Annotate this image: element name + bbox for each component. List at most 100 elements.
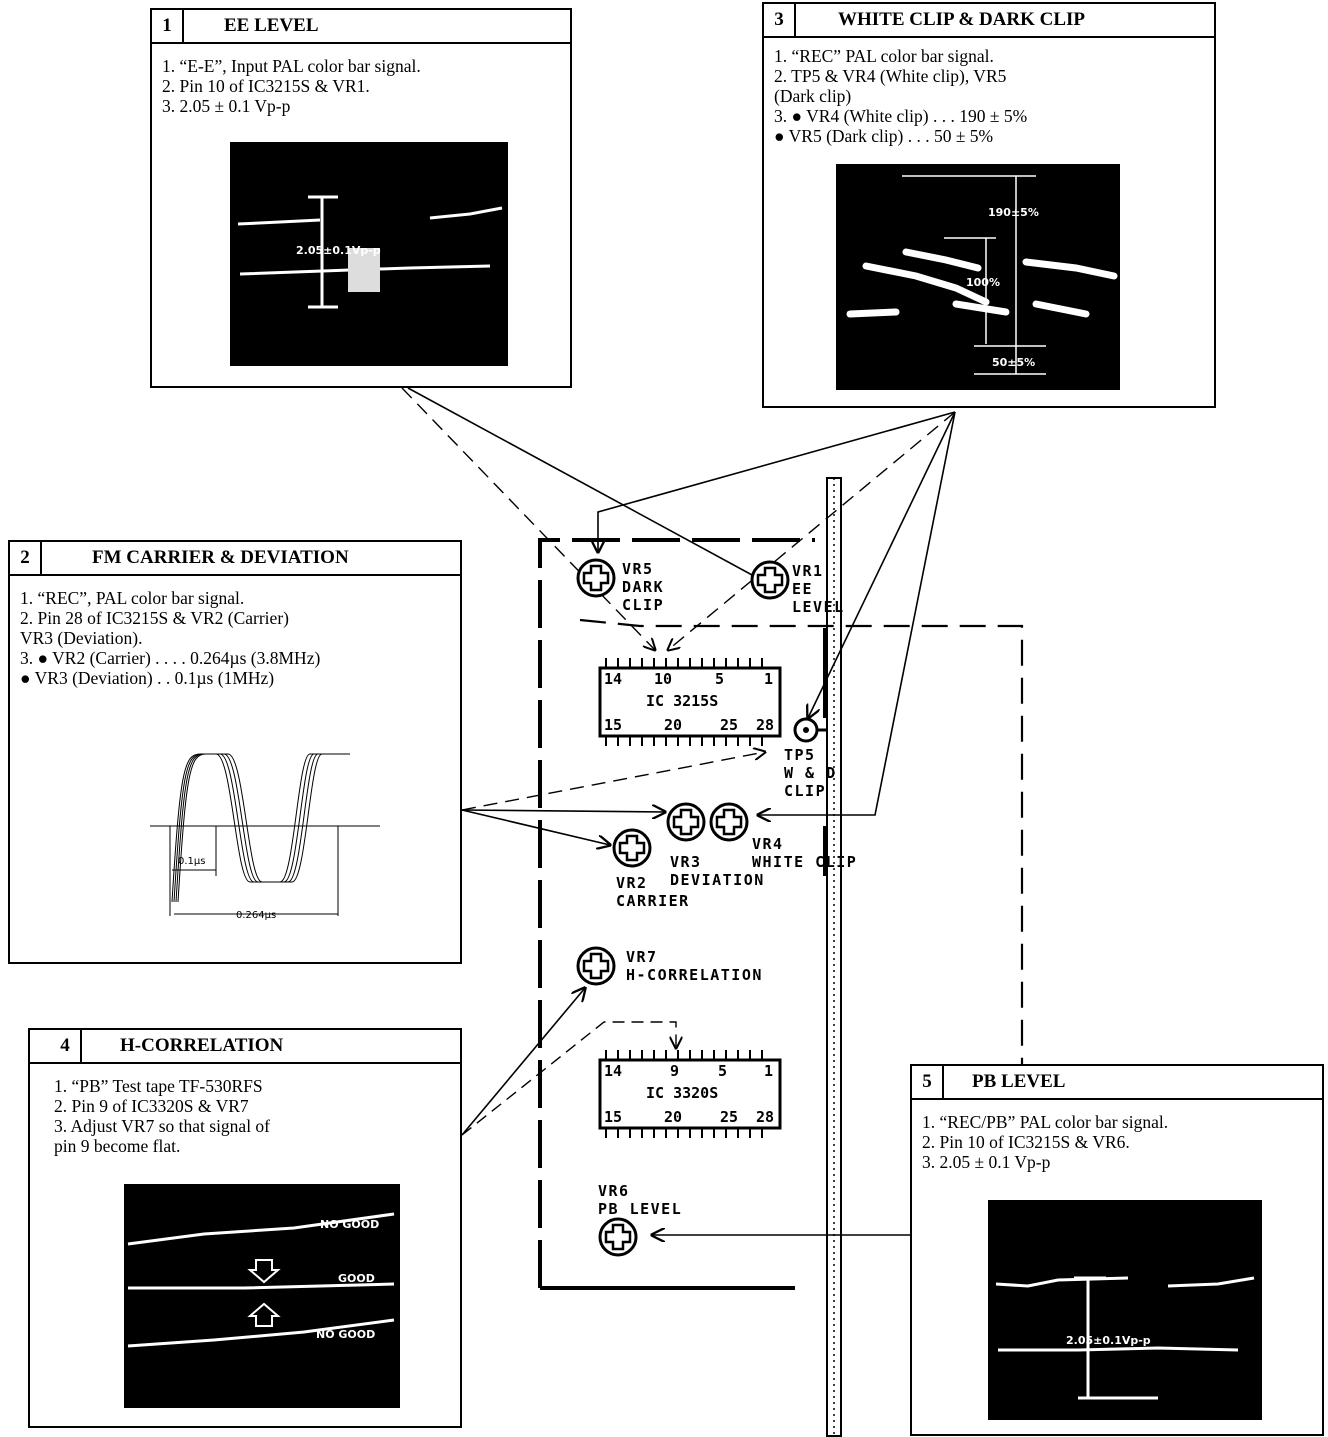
ic1-pin-5: 5 bbox=[715, 670, 724, 688]
deviation-time-label: 0.1µs bbox=[178, 856, 205, 867]
ic2-pin-28: 28 bbox=[756, 1108, 774, 1126]
ic1-pin-28: 28 bbox=[756, 716, 774, 734]
step-1: 1. “PB” Test tape TF-530RFS bbox=[54, 1076, 270, 1096]
vr6-label: VR6 PB LEVEL bbox=[598, 1182, 682, 1218]
vr1-label: VR1 EE LEVEL bbox=[792, 562, 845, 616]
chassis-rail bbox=[823, 478, 841, 1436]
ic1-pin-25: 25 bbox=[720, 716, 738, 734]
step-3-cont: pin 9 become flat. bbox=[54, 1136, 270, 1156]
step-3: 3. 2.05 ± 0.1 Vp-p bbox=[162, 96, 421, 116]
step-3b: ● VR5 (Dark clip) . . . 50 ± 5% bbox=[774, 126, 1027, 146]
ee-level-panel: 1 EE LEVEL 1. “E-E”, Input PAL color bar… bbox=[150, 8, 572, 388]
step-list: 1. “PB” Test tape TF-530RFS 2. Pin 9 of … bbox=[54, 1076, 270, 1156]
panel-title: EE LEVEL bbox=[224, 10, 319, 42]
tp5-label: TP5 W & D CLIP bbox=[784, 746, 837, 800]
panel-header: 2 FM CARRIER & DEVIATION bbox=[10, 542, 460, 576]
scope-amplitude-label: 2.05±0.1Vp-p bbox=[296, 244, 381, 257]
step-2: 2. TP5 & VR4 (White clip), VR5 bbox=[774, 66, 1027, 86]
dark-clip-level-label: 50±5% bbox=[992, 356, 1035, 369]
step-2: 2. Pin 28 of IC3215S & VR2 (Carrier) bbox=[20, 608, 320, 628]
ee-level-oscilloscope-photo: 2.05±0.1Vp-p bbox=[230, 142, 508, 366]
vr4-knob bbox=[711, 804, 747, 840]
step-list: 1. “REC/PB” PAL color bar signal. 2. Pin… bbox=[922, 1112, 1168, 1172]
vr4-label: VR4 WHITE CLIP bbox=[752, 835, 857, 871]
step-2: 2. Pin 10 of IC3215S & VR6. bbox=[922, 1132, 1168, 1152]
panel-number: 5 bbox=[912, 1066, 944, 1098]
ic2-pin-25: 25 bbox=[720, 1108, 738, 1126]
step-2: 2. Pin 10 of IC3215S & VR1. bbox=[162, 76, 421, 96]
panel-title: H-CORRELATION bbox=[120, 1030, 283, 1062]
reference-level-label: 100% bbox=[966, 276, 1000, 289]
ic1-pin-1: 1 bbox=[764, 670, 773, 688]
leader-vr3 bbox=[462, 810, 665, 812]
vr1-knob bbox=[752, 562, 788, 598]
vr3-knob bbox=[668, 804, 704, 840]
panel-number: 3 bbox=[764, 4, 796, 36]
ic1-pin-20: 20 bbox=[664, 716, 682, 734]
panel-header: 1 EE LEVEL bbox=[152, 10, 570, 44]
lower-no-good-label: NO GOOD bbox=[316, 1328, 375, 1341]
step-3a: 3. ● VR2 (Carrier) . . . . 0.264µs (3.8M… bbox=[20, 648, 320, 668]
step-1: 1. “E-E”, Input PAL color bar signal. bbox=[162, 56, 421, 76]
clip-oscilloscope-photo: 190±5% 100% 50±5% bbox=[836, 164, 1120, 390]
carrier-time-label: 0.264µs bbox=[236, 910, 276, 921]
step-list: 1. “E-E”, Input PAL color bar signal. 2.… bbox=[162, 56, 421, 116]
panel-title: WHITE CLIP & DARK CLIP bbox=[838, 4, 1085, 36]
scope-amplitude-label: 2.05±0.1Vp-p bbox=[1066, 1334, 1151, 1347]
ic1-pin-15: 15 bbox=[604, 716, 622, 734]
panel-number: 1 bbox=[152, 10, 184, 42]
ic2-pin-9: 9 bbox=[670, 1062, 679, 1080]
panel-header: 4 H-CORRELATION bbox=[30, 1030, 460, 1064]
vr2-label: VR2 CARRIER bbox=[616, 874, 690, 910]
panel-title: PB LEVEL bbox=[972, 1066, 1065, 1098]
ic-3320s-chip: 14 9 5 1 IC 3320S 15 20 25 28 bbox=[600, 1050, 780, 1138]
pb-level-panel: 5 PB LEVEL 1. “REC/PB” PAL color bar sig… bbox=[910, 1064, 1324, 1436]
pb-level-oscilloscope-photo: 2.05±0.1Vp-p bbox=[988, 1200, 1262, 1420]
panel-number: 2 bbox=[10, 542, 42, 574]
step-3: 3. Adjust VR7 so that signal of bbox=[54, 1116, 270, 1136]
ic2-name: IC 3320S bbox=[646, 1084, 718, 1102]
vr7-knob bbox=[578, 948, 614, 984]
white-clip-level-label: 190±5% bbox=[988, 206, 1039, 219]
step-list: 1. “REC”, PAL color bar signal. 2. Pin 2… bbox=[20, 588, 320, 688]
ic2-pin-1: 1 bbox=[764, 1062, 773, 1080]
step-1: 1. “REC” PAL color bar signal. bbox=[774, 46, 1027, 66]
h-correlation-panel: 4 H-CORRELATION 1. “PB” Test tape TF-530… bbox=[28, 1028, 462, 1428]
vr7-label: VR7 H-CORRELATION bbox=[626, 948, 763, 984]
step-1: 1. “REC”, PAL color bar signal. bbox=[20, 588, 320, 608]
vr5-label: VR5 DARK CLIP bbox=[622, 560, 664, 614]
white-dark-clip-panel: 3 WHITE CLIP & DARK CLIP 1. “REC” PAL co… bbox=[762, 2, 1216, 408]
ic2-pin-15: 15 bbox=[604, 1108, 622, 1126]
leader-pin28 bbox=[462, 752, 765, 810]
ic2-pin-20: 20 bbox=[664, 1108, 682, 1126]
panel-header: 5 PB LEVEL bbox=[912, 1066, 1322, 1100]
ic1-pin-14: 14 bbox=[604, 670, 622, 688]
good-label: GOOD bbox=[338, 1272, 375, 1285]
step-2: 2. Pin 9 of IC3320S & VR7 bbox=[54, 1096, 270, 1116]
fm-waveform: 0.1µs 0.264µs bbox=[150, 742, 380, 932]
step-1: 1. “REC/PB” PAL color bar signal. bbox=[922, 1112, 1168, 1132]
step-2-cont: (Dark clip) bbox=[774, 86, 1027, 106]
step-3a: 3. ● VR4 (White clip) . . . 190 ± 5% bbox=[774, 106, 1027, 126]
ic1-pin-10: 10 bbox=[654, 670, 672, 688]
panel-number: 4 bbox=[50, 1030, 82, 1062]
tp5-test-point bbox=[795, 719, 827, 741]
leader-dark-clip-vr5 bbox=[598, 412, 955, 552]
vr2-knob bbox=[614, 830, 650, 866]
leader-vr7 bbox=[462, 988, 585, 1135]
step-list: 1. “REC” PAL color bar signal. 2. TP5 & … bbox=[774, 46, 1027, 146]
step-2-cont: VR3 (Deviation). bbox=[20, 628, 320, 648]
ic1-name: IC 3215S bbox=[646, 692, 718, 710]
step-3: 3. 2.05 ± 0.1 Vp-p bbox=[922, 1152, 1168, 1172]
h-correlation-oscilloscope-photo: NO GOOD GOOD NO GOOD bbox=[124, 1184, 400, 1408]
panel-header: 3 WHITE CLIP & DARK CLIP bbox=[764, 4, 1214, 38]
ic-3215s-chip: 14 10 5 1 IC 3215S 15 20 25 28 bbox=[600, 658, 780, 746]
step-3b: ● VR3 (Deviation) . . 0.1µs (1MHz) bbox=[20, 668, 320, 688]
vr6-knob bbox=[600, 1219, 636, 1255]
panel-title: FM CARRIER & DEVIATION bbox=[92, 542, 349, 574]
ic2-pin-14: 14 bbox=[604, 1062, 622, 1080]
fm-carrier-panel: 2 FM CARRIER & DEVIATION 1. “REC”, PAL c… bbox=[8, 540, 462, 964]
upper-no-good-label: NO GOOD bbox=[320, 1218, 379, 1231]
ic2-pin-5: 5 bbox=[718, 1062, 727, 1080]
board-outline bbox=[540, 540, 815, 1288]
